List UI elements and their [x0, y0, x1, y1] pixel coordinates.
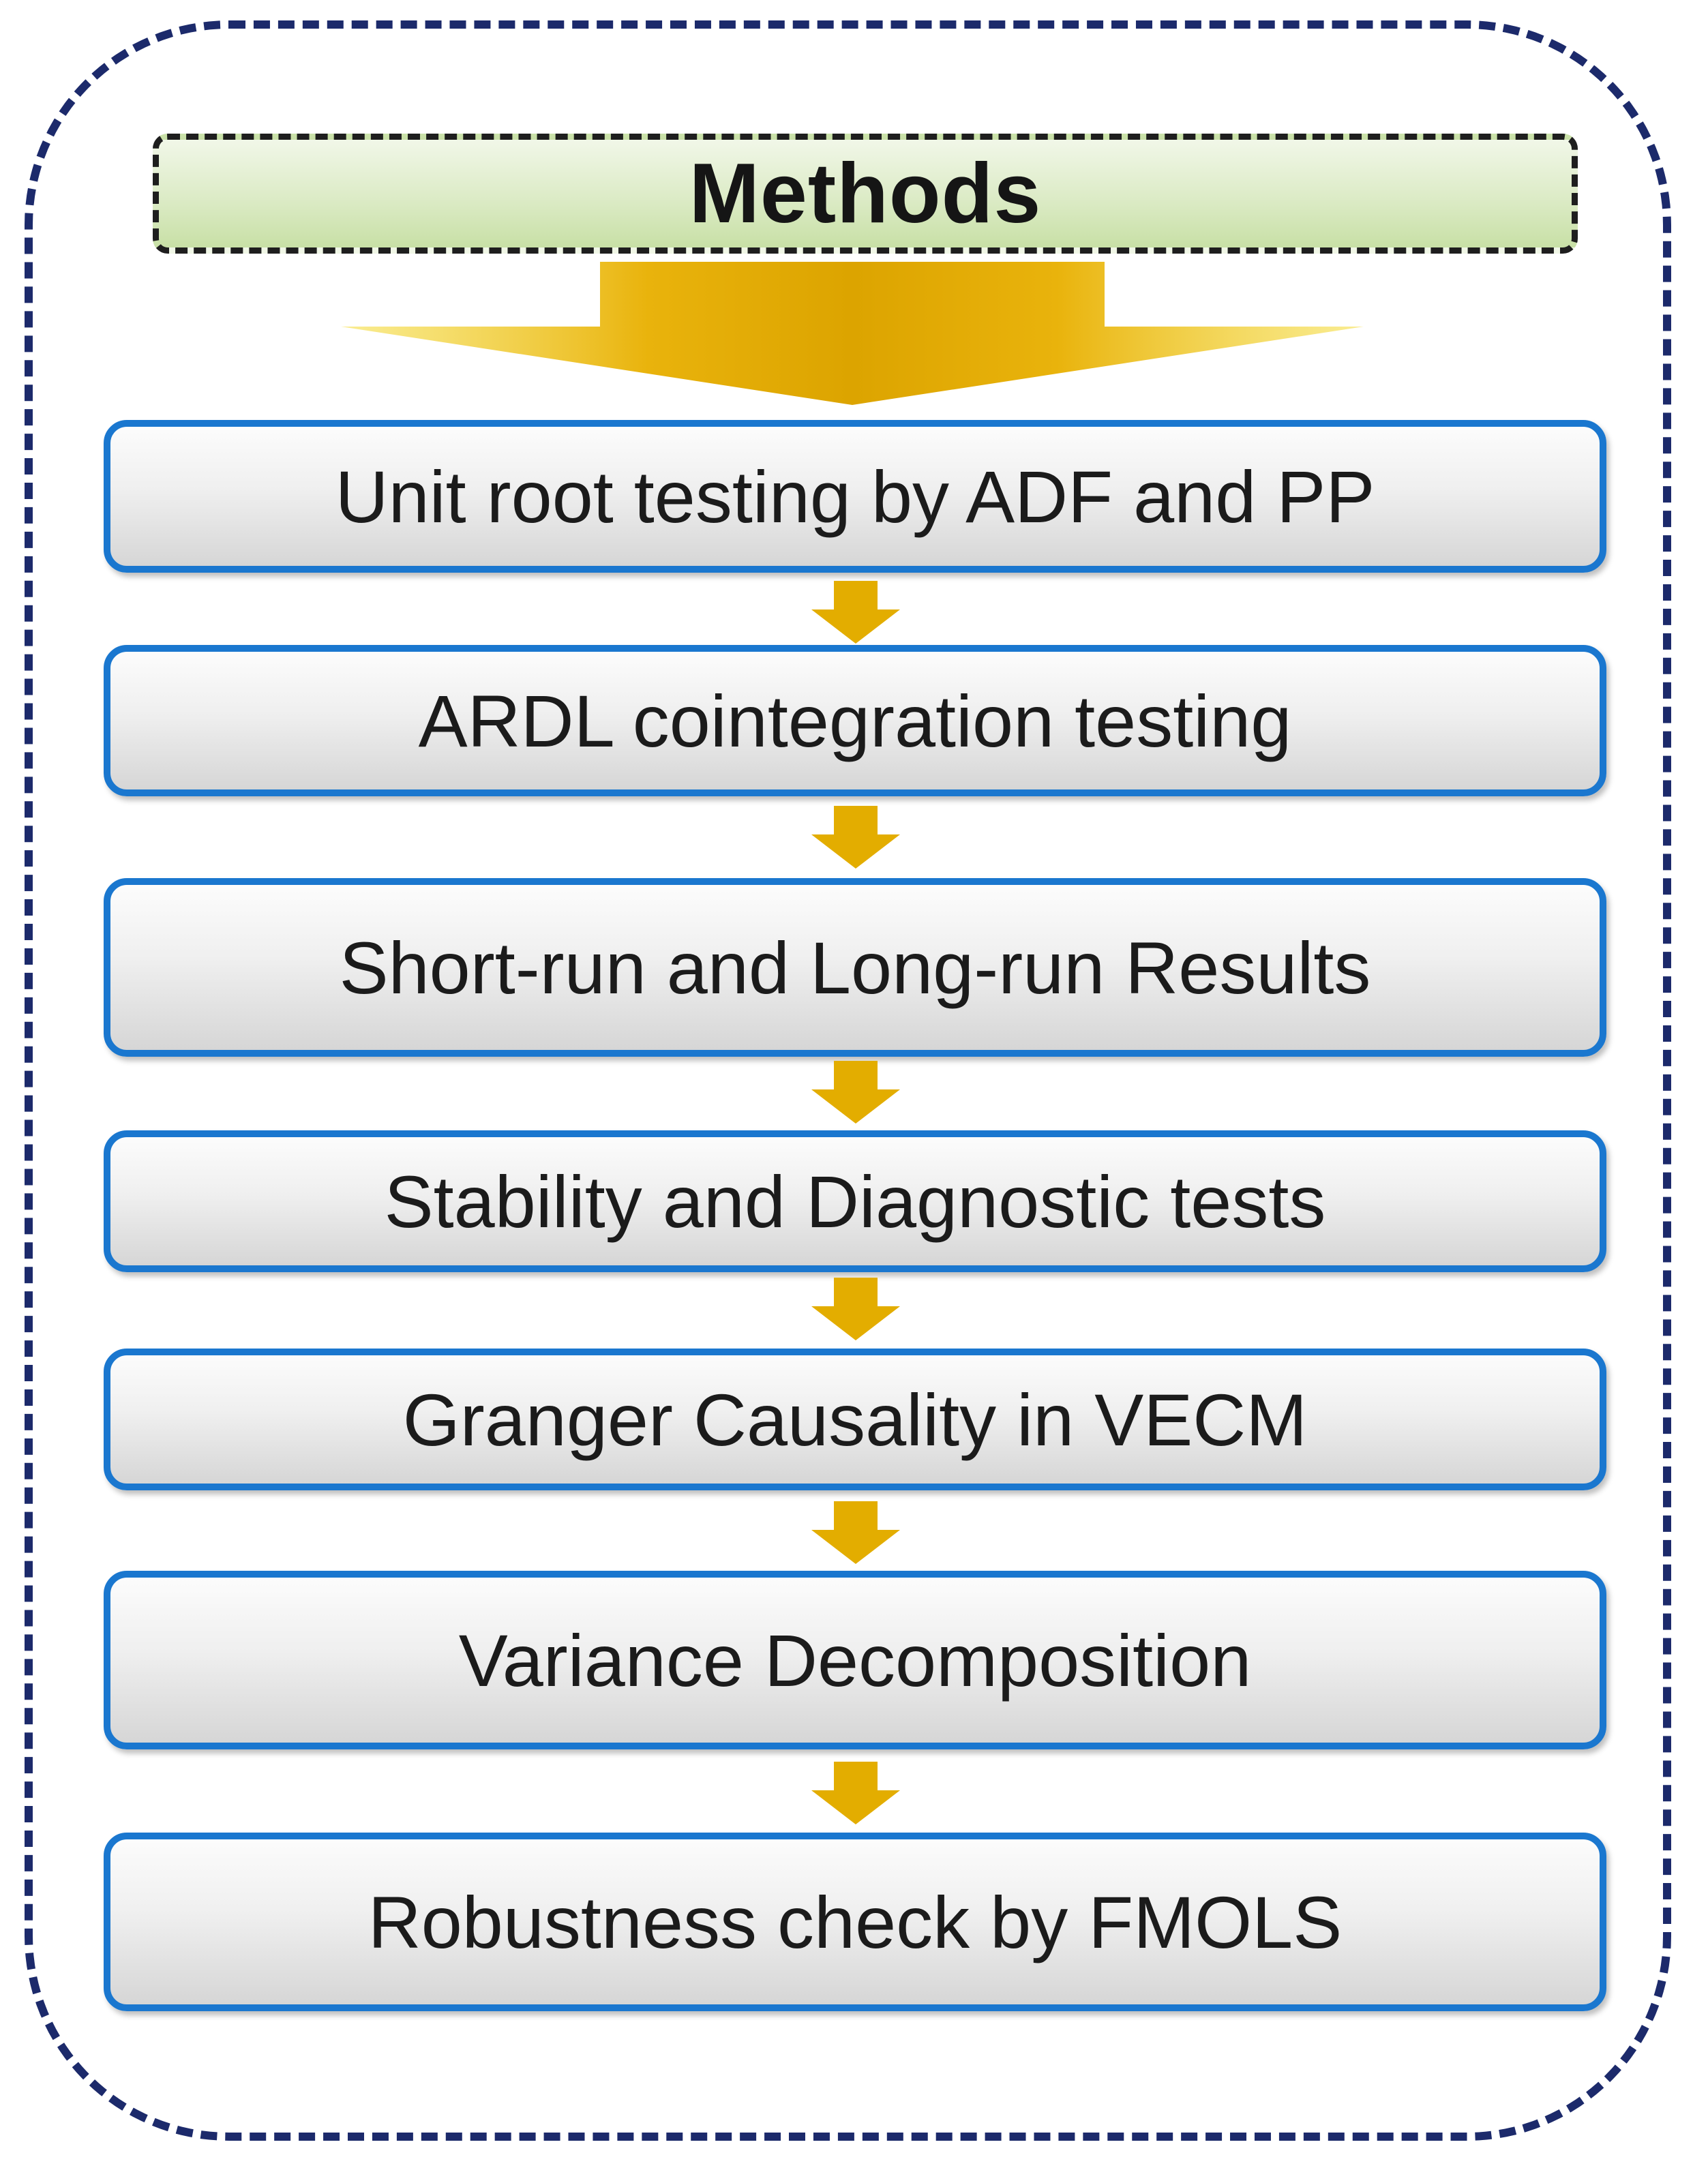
step-box-stability: Stability and Diagnostic tests [104, 1130, 1606, 1272]
methods-title-box: Methods [153, 134, 1578, 254]
methods-title: Methods [689, 147, 1042, 241]
step-box-robustness: Robustness check by FMOLS [104, 1833, 1606, 2011]
step-box-variance: Variance Decomposition [104, 1571, 1606, 1749]
arrow-down-icon [811, 1061, 900, 1124]
step-label-stability: Stability and Diagnostic tests [384, 1160, 1326, 1243]
arrow-down-icon [811, 1501, 900, 1564]
step-box-granger: Granger Causality in VECM [104, 1349, 1606, 1490]
step-box-ardl: ARDL cointegration testing [104, 645, 1606, 796]
step-label-granger: Granger Causality in VECM [402, 1378, 1308, 1461]
arrow-down-icon [811, 806, 900, 869]
step-label-ardl: ARDL cointegration testing [418, 679, 1292, 762]
step-box-short-long-run: Short-run and Long-run Results [104, 878, 1606, 1057]
arrow-down-icon [811, 581, 900, 644]
step-label-unit-root: Unit root testing by ADF and PP [335, 455, 1375, 538]
arrow-down-icon [811, 1278, 900, 1340]
step-label-short-long-run: Short-run and Long-run Results [339, 926, 1371, 1009]
step-label-robustness: Robustness check by FMOLS [368, 1880, 1343, 1963]
main-down-arrow [341, 262, 1364, 405]
arrow-down-icon [811, 1762, 900, 1824]
step-box-unit-root: Unit root testing by ADF and PP [104, 420, 1606, 573]
methods-frame [25, 20, 1671, 2141]
step-label-variance: Variance Decomposition [458, 1619, 1252, 1702]
